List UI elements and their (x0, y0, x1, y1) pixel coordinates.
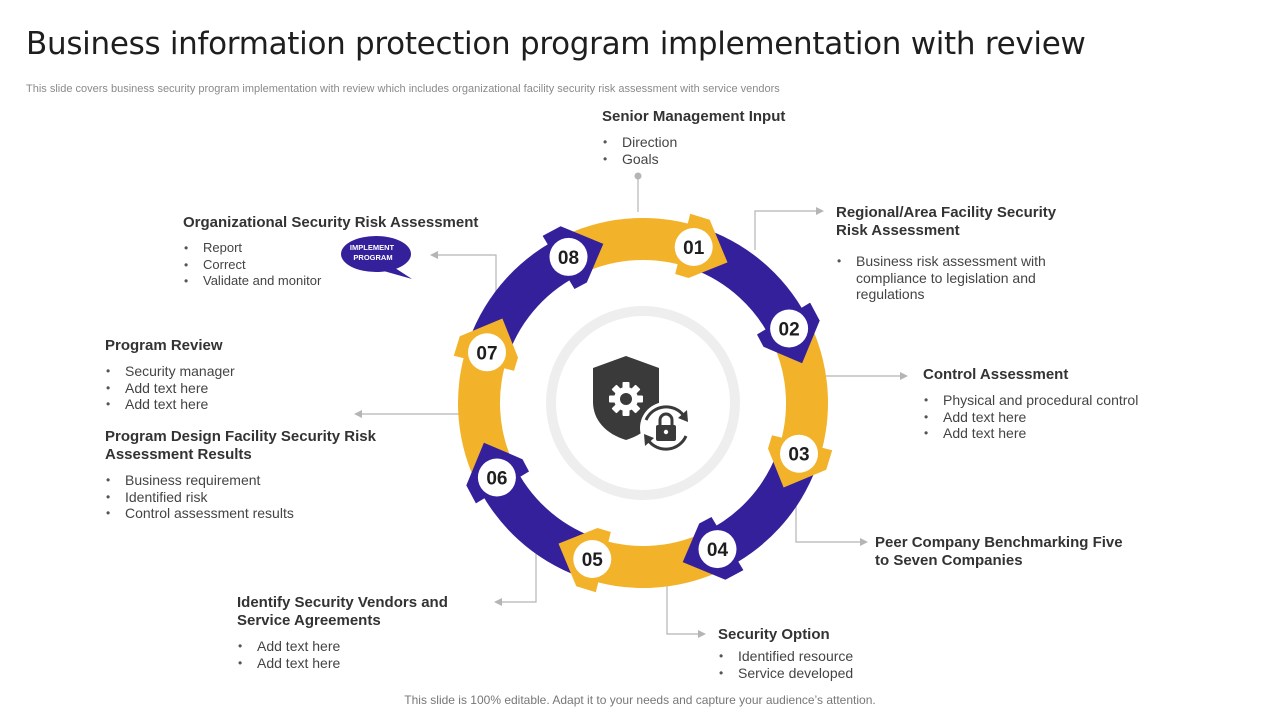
connector-dot-senior (634, 172, 642, 180)
step-badge-07 (468, 333, 506, 372)
heading-security-option: Security Option (718, 626, 830, 643)
item-org-3: Validate and monitor (183, 273, 478, 290)
footer-note: This slide is 100% editable. Adapt it to… (404, 693, 876, 707)
block-security-vendors: Identify Security Vendors and Service Ag… (237, 594, 448, 671)
connector-lines (360, 172, 902, 635)
item-org-1: Report (183, 240, 478, 257)
regional-line-2: compliance to legislation and (856, 269, 1036, 286)
step-badge-03 (780, 434, 818, 473)
step-badge-08 (549, 237, 588, 276)
item-review-2: Add text here (105, 380, 235, 397)
item-control-3: Add text here (923, 425, 1138, 442)
item-control-1: Physical and procedural control (923, 392, 1138, 409)
heading-regional-line-1: Regional/Area Facility Security (836, 204, 1057, 221)
heading-vendors-line-2: Service Agreements (237, 612, 381, 629)
item-regional-text: Business risk assessment with compliance… (836, 253, 1056, 303)
inner-ring (546, 306, 740, 500)
block-security-option: Security Option Identified resource Serv… (718, 626, 853, 681)
step-number-04: 04 (707, 540, 729, 561)
shield-gear-lock-icon (593, 356, 692, 454)
step-number-06: 06 (486, 469, 507, 490)
connector-regional (754, 210, 818, 250)
item-design-1: Business requirement (105, 472, 376, 489)
connector-peer (795, 505, 862, 543)
step-number-08: 08 (558, 248, 579, 269)
item-vendors-2: Add text here (237, 655, 448, 672)
step-number-03: 03 (788, 445, 809, 466)
item-goals: Goals (602, 151, 785, 168)
connector-vendors (500, 548, 537, 603)
step-number-07: 07 (476, 343, 497, 364)
item-design-2: Identified risk (105, 489, 376, 506)
item-org-2: Correct (183, 257, 478, 274)
item-control-2: Add text here (923, 409, 1138, 426)
heading-review: Program Review (105, 337, 223, 354)
heading-peer: Peer Company Benchmarking Five to Seven … (875, 534, 1123, 570)
block-program-design: Program Design Facility Security Risk As… (105, 428, 376, 522)
ring-segment-01 (564, 218, 707, 274)
heading-regional: Regional/Area Facility Security Risk Ass… (836, 204, 1056, 240)
block-regional-risk-assessment: Regional/Area Facility Security Risk Ass… (836, 204, 1056, 303)
page-subtitle: This slide covers business security prog… (26, 83, 780, 95)
step-badge-01 (674, 228, 713, 266)
heading-senior: Senior Management Input (602, 108, 786, 125)
item-security-option-2: Service developed (718, 665, 853, 682)
ring-segment-03 (772, 324, 828, 467)
regional-line-1: Business risk assessment with (856, 253, 1046, 269)
cycle-ring: 02 03 04 05 06 07 08 01 (453, 213, 833, 593)
heading-control: Control Assessment (923, 366, 1069, 383)
heading-regional-line-2: Risk Assessment (836, 222, 960, 239)
page-title: Business information protection program … (26, 26, 1086, 62)
item-security-option-1: Identified resource (718, 648, 853, 665)
heading-design-line-2: Assessment Results (105, 446, 252, 463)
heading-peer-line-1: Peer Company Benchmarking Five (875, 534, 1123, 551)
item-design-3: Control assessment results (105, 505, 376, 522)
heading-design: Program Design Facility Security Risk As… (105, 428, 376, 464)
item-review-1: Security manager (105, 363, 235, 380)
connector-security-option (666, 585, 700, 635)
block-senior-management-input: Senior Management Input Direction Goals (602, 108, 785, 167)
item-review-3: Add text here (105, 396, 235, 413)
heading-vendors-line-1: Identify Security Vendors and (237, 594, 448, 611)
step-badge-02 (770, 309, 809, 348)
heading-design-line-1: Program Design Facility Security Risk (105, 428, 376, 445)
item-direction: Direction (602, 134, 785, 151)
heading-peer-line-2: to Seven Companies (875, 552, 1023, 569)
item-vendors-1: Add text here (237, 638, 448, 655)
block-program-review: Program Review Security manager Add text… (105, 337, 235, 413)
step-number-01: 01 (683, 238, 705, 259)
regional-line-3: regulations (856, 286, 925, 302)
heading-org: Organizational Security Risk Assessment (183, 214, 479, 231)
ring-segment-07 (458, 339, 514, 482)
step-number-05: 05 (582, 550, 604, 571)
step-number-02: 02 (779, 320, 800, 341)
step-badge-04 (698, 530, 737, 569)
step-badge-05 (573, 540, 612, 578)
block-peer-benchmarking: Peer Company Benchmarking Five to Seven … (875, 534, 1123, 578)
step-badge-06 (477, 458, 516, 497)
block-organizational-risk-assessment: Organizational Security Risk Assessment … (183, 214, 478, 290)
heading-vendors: Identify Security Vendors and Service Ag… (237, 594, 448, 630)
block-control-assessment: Control Assessment Physical and procedur… (923, 366, 1138, 442)
ring-segment-05 (579, 532, 722, 588)
